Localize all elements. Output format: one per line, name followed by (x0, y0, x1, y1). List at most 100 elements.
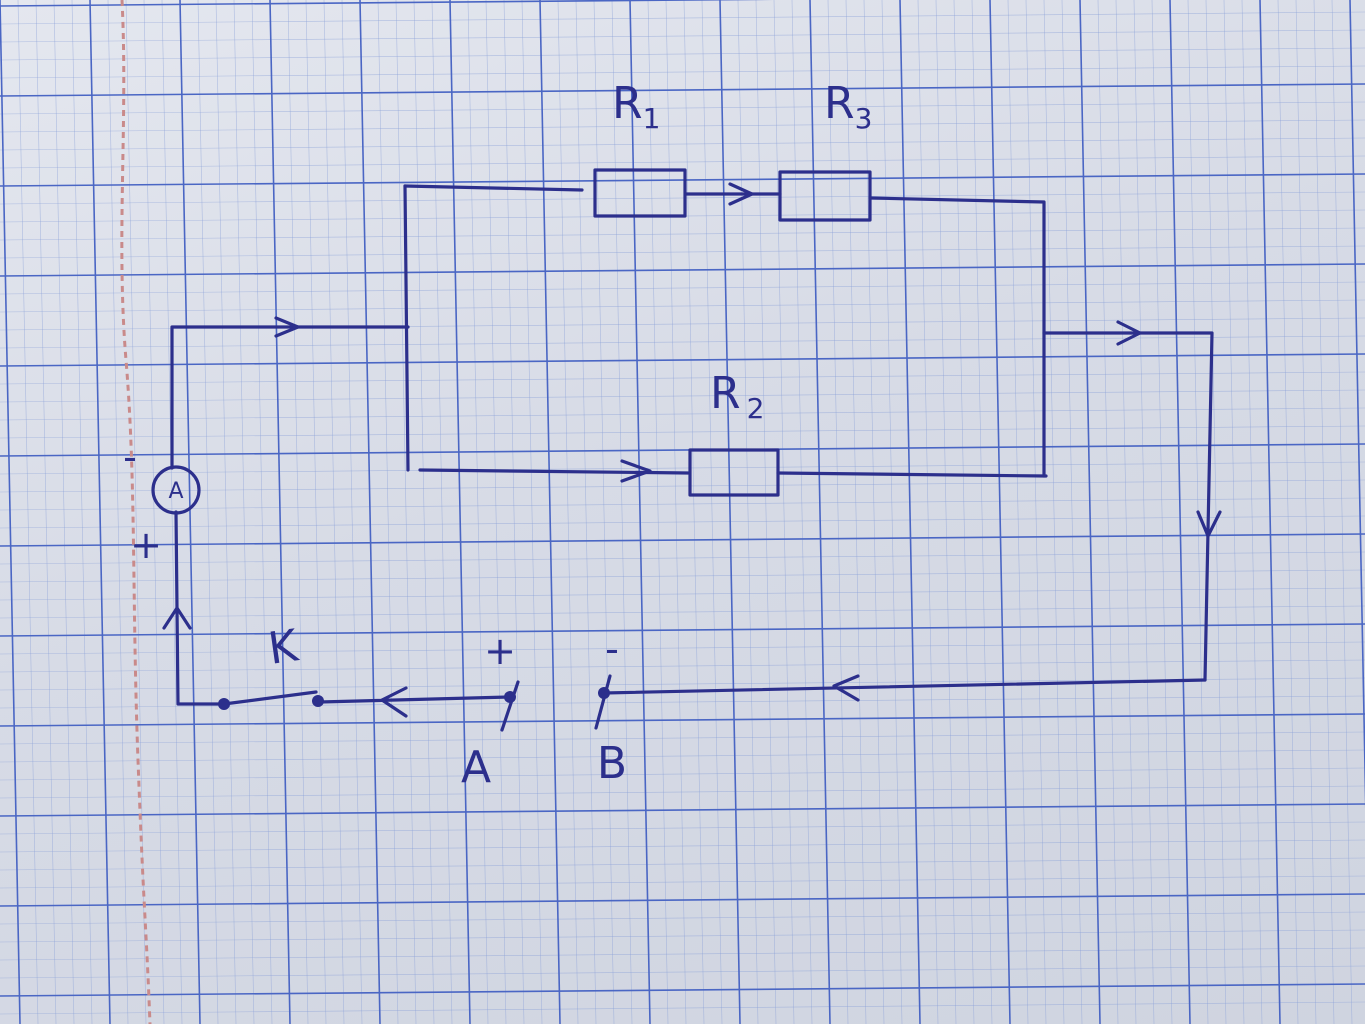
terminal-b-mark (594, 674, 612, 730)
minor-grid-line (0, 119, 1365, 133)
major-grid-line (89, 0, 111, 1024)
minor-grid-line (0, 857, 1365, 871)
minor-grid-line (0, 767, 1365, 781)
minor-grid-line (971, 0, 993, 1024)
r1-subscript: 1 (643, 102, 661, 135)
minor-grid-line (0, 65, 1365, 79)
major-grid-line (1349, 0, 1365, 809)
major-grid-line (179, 0, 201, 1024)
minor-grid-line (0, 749, 1365, 763)
minor-grid-line (1277, 0, 1299, 1024)
minor-grid-line (0, 47, 1365, 61)
margin-line (120, 0, 152, 1024)
minor-grid-line (1133, 0, 1155, 1024)
major-grid-line (0, 893, 1365, 907)
minor-grid-line (107, 0, 129, 1024)
terminal-a-mark (500, 680, 520, 732)
minor-grid-line (1205, 0, 1227, 1024)
minor-grid-line (881, 0, 903, 1024)
switch-k-label: K (265, 620, 302, 675)
minor-grid-line (0, 965, 1365, 979)
minor-grid-line (1151, 0, 1173, 1024)
minor-grid-line (125, 0, 147, 1024)
minor-grid-line (683, 0, 705, 1024)
minor-grid-line (341, 0, 363, 1024)
major-grid-line (0, 443, 1365, 457)
minor-grid-line (0, 389, 1365, 403)
minor-grid-line (0, 101, 1365, 115)
major-grid-line (0, 263, 1365, 277)
r3-label: R3 (824, 78, 872, 135)
minor-grid-line (0, 695, 1365, 709)
minor-grid-line (521, 0, 543, 1024)
minor-grid-line (0, 479, 1365, 493)
current-arrow-left-up (162, 606, 192, 630)
current-arrow-bottom-return (832, 674, 860, 702)
minor-grid-line (755, 0, 777, 1024)
minor-grid-line (0, 191, 1365, 205)
major-grid-line (899, 0, 921, 1024)
wire-split-vertical (403, 184, 410, 472)
minor-grid-line (647, 0, 669, 1024)
minor-grid-line (557, 0, 579, 1024)
major-grid-line (539, 0, 561, 1024)
major-grid-line (0, 713, 1365, 727)
minor-grid-line (863, 0, 885, 1024)
minor-grid-line (53, 0, 75, 1024)
minor-grid-line (737, 0, 759, 1024)
terminal-b-label: B (597, 738, 627, 789)
current-arrow-r1-r3 (728, 182, 754, 206)
major-grid-line (0, 623, 1365, 637)
minor-grid-line (71, 0, 93, 1024)
minor-grid-line (0, 785, 1365, 799)
major-grid-line (449, 0, 471, 1024)
minor-grid-line (251, 0, 273, 1024)
minor-grid-line (0, 551, 1365, 565)
ammeter-plus-sign: + (130, 523, 162, 567)
major-grid-line (1259, 0, 1281, 1024)
wire-bottom-return (602, 678, 1207, 695)
minor-grid-line (827, 0, 849, 1024)
major-grid-line (0, 803, 1365, 817)
r1-letter: R (612, 78, 643, 129)
minor-grid-line (791, 0, 813, 1024)
current-arrow-to-switch (380, 686, 408, 718)
minor-grid-line (1331, 0, 1353, 1024)
r3-letter: R (824, 78, 855, 129)
minor-grid-line (953, 0, 975, 1024)
minor-grid-line (1097, 0, 1119, 1024)
minor-grid-line (1223, 0, 1245, 1024)
minor-grid-line (503, 0, 525, 1024)
minor-grid-line (0, 137, 1365, 151)
minor-grid-line (1025, 0, 1047, 1024)
minor-grid-line (287, 0, 309, 1024)
minor-grid-line (1241, 0, 1263, 1024)
minor-grid-line (0, 11, 1365, 25)
minor-grid-line (0, 569, 1365, 583)
minor-grid-line (0, 875, 1365, 889)
major-grid-line (629, 0, 651, 1024)
wire-top-branch-right (868, 196, 1046, 478)
minor-grid-line (395, 0, 417, 1024)
minor-grid-line (575, 0, 597, 1024)
minor-grid-line (917, 0, 939, 1024)
minor-grid-line (0, 731, 1365, 745)
minor-grid-line (1043, 0, 1065, 1024)
minor-grid-line (35, 0, 57, 1024)
minor-grid-line (0, 839, 1365, 853)
minor-grid-line (845, 0, 867, 1024)
terminal-a-polarity: + (484, 629, 516, 673)
major-grid-line (1079, 0, 1101, 1024)
wire-terminal-a-to-switch (318, 695, 512, 704)
terminal-b-polarity: - (605, 627, 619, 671)
switch-k-contact (312, 695, 324, 707)
minor-grid-line (0, 335, 1365, 349)
r1-label: R1 (612, 78, 660, 135)
minor-grid-line (665, 0, 687, 1024)
major-grid-line (809, 0, 831, 1024)
current-arrow-left-top (274, 316, 300, 338)
